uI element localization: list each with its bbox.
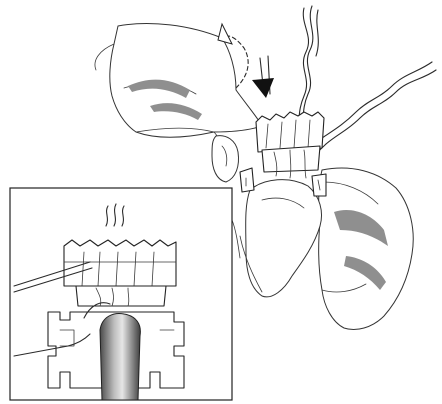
inset-connector-block — [64, 240, 176, 306]
detail-inset — [10, 188, 232, 400]
left-hand — [95, 23, 262, 182]
twisted-pair-cable-top — [298, 6, 318, 126]
inset-cable — [100, 314, 140, 400]
press-arrow-icon — [252, 56, 274, 98]
